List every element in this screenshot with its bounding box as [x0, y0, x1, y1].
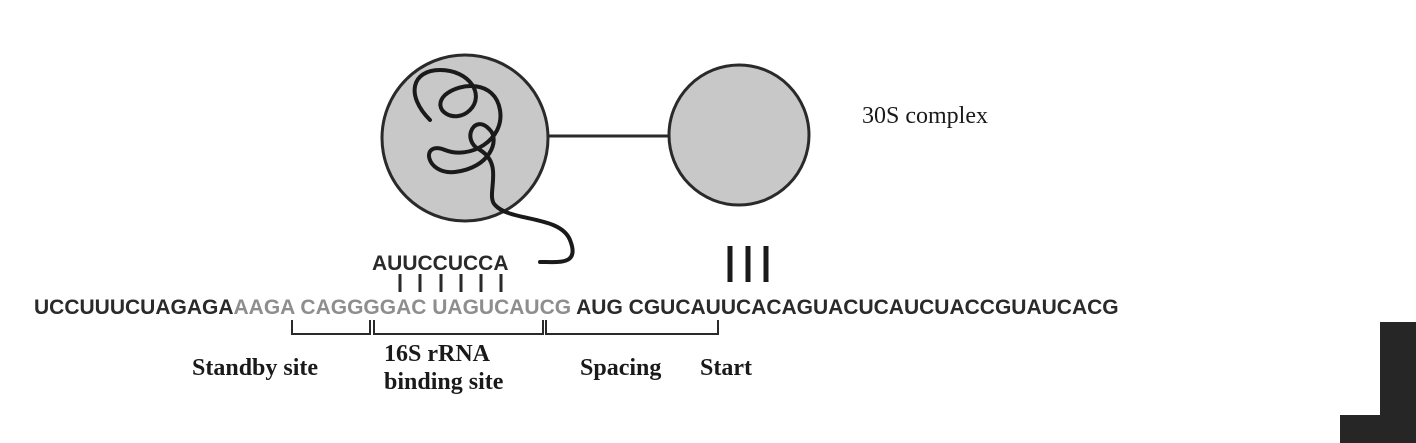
seq-spacer: UAGUCAUCG — [432, 296, 571, 319]
region-brackets — [291, 320, 719, 335]
seq-upstream: UCCUUUCUAGAGA — [34, 296, 234, 319]
seq-sd: CAGGGGAC — [300, 296, 426, 319]
sd-pairing-ticks — [398, 274, 503, 292]
corner-block — [1340, 322, 1416, 443]
spacing-label: Spacing — [580, 355, 661, 381]
standby-bracket — [291, 320, 371, 335]
rrna-strand — [412, 68, 575, 265]
anti-sd-sequence: AUUCCUCCA — [372, 252, 509, 275]
start-codon-pairing-bars — [727, 246, 769, 282]
binding-site-label-line2: binding site — [384, 369, 504, 395]
spacing-bracket — [545, 320, 719, 335]
mrna-sequence: UCCUUUCUAGAGAAAGA CAGGGGAC UAGUCAUCG AUG… — [34, 296, 1119, 319]
standby-site-label: Standby site — [192, 355, 318, 381]
seq-start-codon: AUG — [576, 296, 623, 319]
large-subunit-circle — [667, 63, 811, 207]
start-label: Start — [700, 355, 752, 381]
complex-label: 30S complex — [862, 103, 988, 129]
binding-bracket — [373, 320, 544, 335]
seq-standby: AAGA — [234, 296, 296, 319]
binding-site-label-line1: 16S rRNA — [384, 341, 491, 367]
seq-downstream: CGUCAUUCACAGUACUCAUCUACCGUAUCACG — [629, 296, 1119, 319]
small-subunit-circle — [380, 53, 550, 223]
